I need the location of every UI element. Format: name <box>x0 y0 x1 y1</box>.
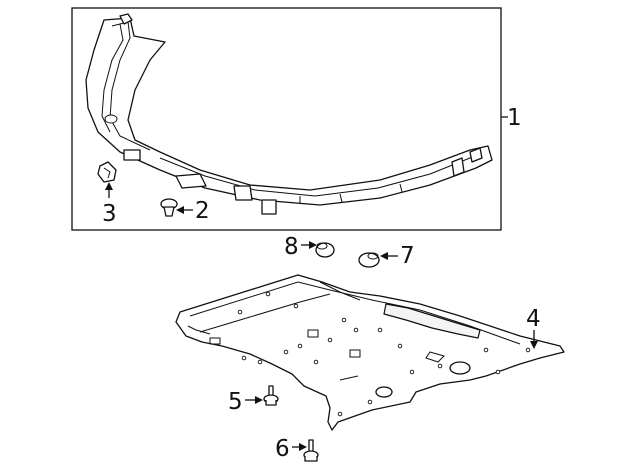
callout-2-arrow <box>176 206 184 214</box>
part-1-deflector <box>85 13 493 215</box>
part-6-screw <box>303 439 319 462</box>
callout-6: 6 <box>275 436 290 462</box>
callout-2: 2 <box>195 198 210 224</box>
callout-7: 7 <box>400 243 415 269</box>
callout-3-arrow <box>105 182 113 190</box>
part-7-clip-nut <box>358 252 380 268</box>
callout-5: 5 <box>228 389 243 415</box>
callout-8: 8 <box>284 234 299 260</box>
callout-5-arrow <box>255 396 263 404</box>
part-8-clip-nut <box>315 242 335 258</box>
callout-8-arrow <box>309 241 317 249</box>
part-2-push-pin <box>160 198 178 217</box>
callout-4: 4 <box>526 306 541 332</box>
callout-3: 3 <box>102 201 117 227</box>
callout-1: 1 <box>507 105 522 131</box>
callout-7-arrow <box>380 252 388 260</box>
part-4-splash-shield <box>175 274 565 431</box>
callout-4-arrow <box>530 341 538 349</box>
part-3-clip <box>97 161 117 183</box>
callout-6-arrow <box>299 443 307 451</box>
part-5-bolt <box>263 385 279 406</box>
